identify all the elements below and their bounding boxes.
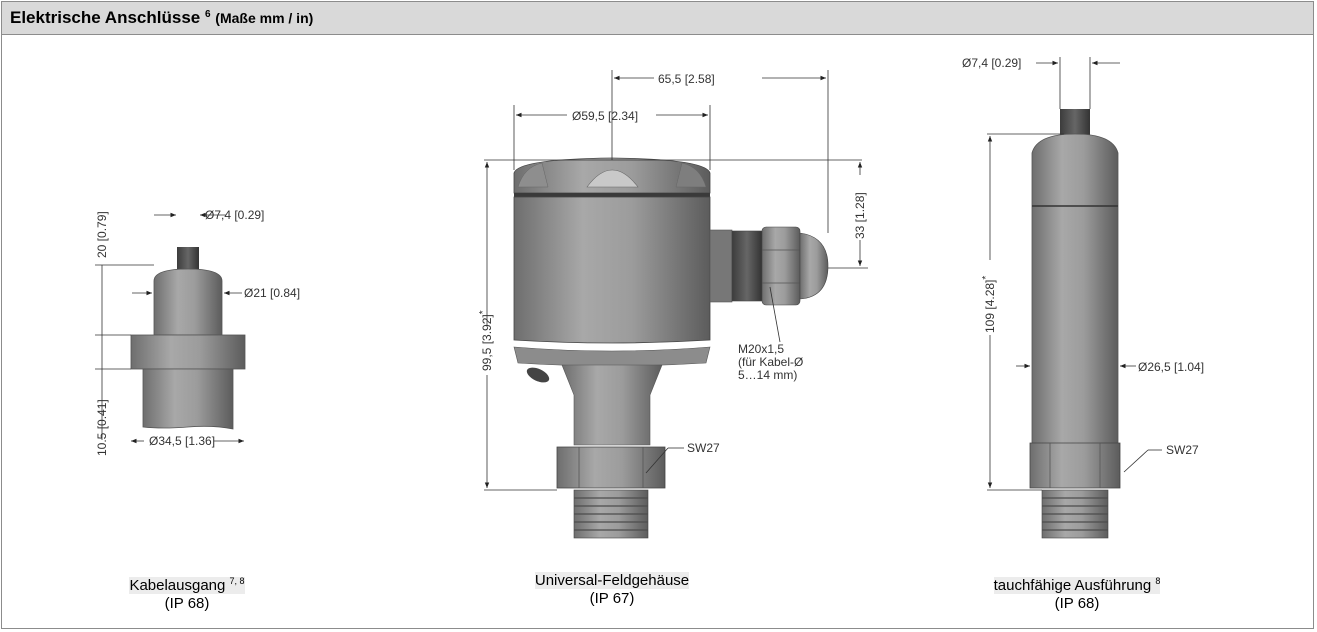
field-housing-total-height-text: 99,5 [3.92]* [478,310,494,371]
gland-thread-line-2: (für Kabel-Ø [738,355,803,369]
field-housing-wrench-size: SW27 [687,441,720,455]
caption-field-housing-name: Universal-Feldgehäuse [534,572,690,589]
variant-field-housing: 65,5 [2.58] Ø59,5 [2.34] 33 [1.28] 99,5 … [478,70,868,539]
submersible-wrench-size: SW27 [1166,443,1199,457]
gland-thread-line-3: 5…14 mm) [738,368,797,382]
submersible-total-height-text: 109 [4.28]* [981,276,997,333]
submersible-total-height-value: 109 [4.28] [983,280,997,333]
variant-cable-outlet: Ø7,4 [0.29] Ø21 [0.84] Ø34,5 [1.36] 20 [… [95,208,300,456]
drawing-canvas: Ø7,4 [0.29] Ø21 [0.84] Ø34,5 [1.36] 20 [… [95,56,1204,539]
submersible-asterisk: * [981,276,992,280]
cable-outlet-sensor [130,247,246,430]
field-housing-gland-height: 33 [1.28] [853,192,867,239]
cable-outlet-body-dia: Ø21 [0.84] [244,286,300,300]
caption-cable-outlet-footnote: 7, 8 [229,576,245,586]
field-housing-dia: Ø59,5 [2.34] [572,109,638,123]
variant-submersible: Ø7,4 [0.29] Ø26,5 [1.04] 109 [4.28]* SW2… [962,56,1204,539]
submersible-cable-dia: Ø7,4 [0.29] [962,56,1021,70]
caption-field-housing-ip: (IP 67) [589,590,635,607]
title-units: (Maße mm / in) [215,10,314,26]
caption-cable-outlet: Kabelausgang 7, 8 (IP 68) [92,572,282,613]
title-footnote: 6 [204,9,211,20]
caption-cable-outlet-ip: (IP 68) [164,595,210,612]
caption-submersible-text: tauchfähige Ausführung [993,577,1152,594]
field-housing-sensor [513,157,829,539]
caption-submersible-name: tauchfähige Ausführung 8 [993,576,1161,594]
section-title: Elektrische Anschlüsse 6 (Maße mm / in) [10,8,313,28]
cable-outlet-cable-dia: Ø7,4 [0.29] [205,208,264,222]
cable-outlet-height-top: 20 [0.79] [95,211,109,258]
field-housing-total-height-value: 99,5 [3.92] [480,314,494,371]
submersible-total-height: 109 [4.28]* [981,276,997,333]
cable-outlet-dimensions [95,212,244,444]
submersible-dimensions [987,57,1162,491]
submersible-body-dia: Ø26,5 [1.04] [1138,360,1204,374]
caption-submersible: tauchfähige Ausführung 8 (IP 68) [957,572,1197,613]
caption-cable-outlet-text: Kabelausgang [129,577,226,594]
gland-thread-label: M20x1,5 (für Kabel-Ø 5…14 mm) [738,342,807,382]
field-housing-total-height: 99,5 [3.92]* [478,310,494,371]
caption-submersible-ip: (IP 68) [1054,595,1100,612]
caption-cable-outlet-name: Kabelausgang 7, 8 [129,576,245,594]
caption-submersible-footnote: 8 [1155,576,1161,586]
section-header: Elektrische Anschlüsse 6 (Maße mm / in) [2,2,1313,35]
field-housing-asterisk: * [478,310,489,314]
cable-outlet-height-bottom: 10.5 [0.41] [95,399,109,456]
field-housing-offset: 65,5 [2.58] [658,72,715,86]
gland-thread-line-1: M20x1,5 [738,342,784,356]
cable-outlet-flange-dia: Ø34,5 [1.36] [149,434,215,448]
submersible-sensor [1029,109,1121,539]
title-text: Elektrische Anschlüsse [10,8,201,27]
caption-field-housing: Universal-Feldgehäuse (IP 67) [502,572,722,608]
field-housing-dimensions [484,70,868,491]
